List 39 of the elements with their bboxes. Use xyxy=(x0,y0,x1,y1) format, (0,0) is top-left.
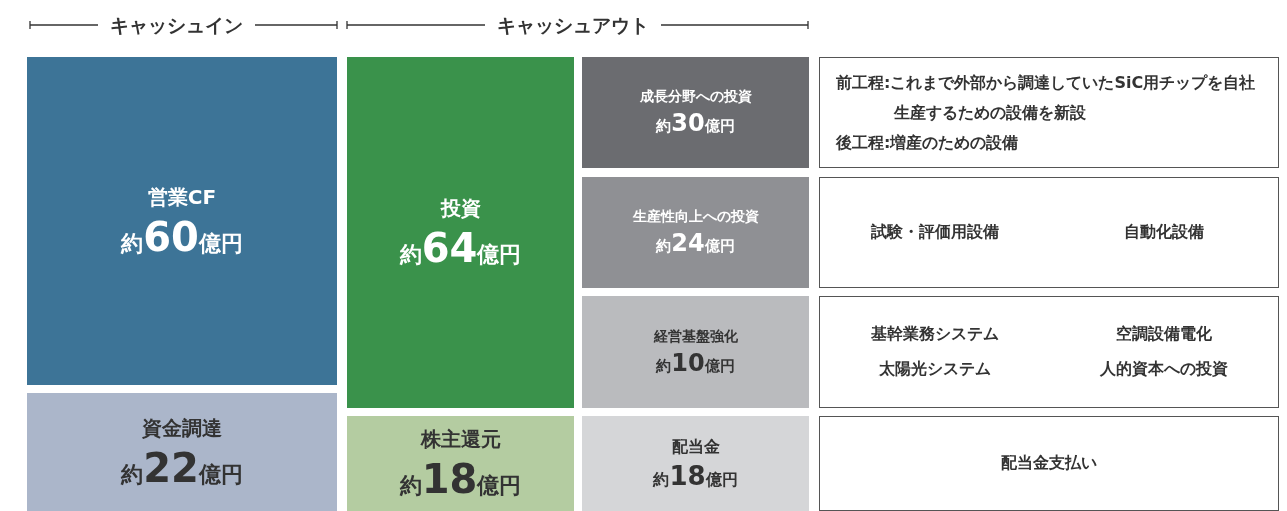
note-text: 自動化設備 xyxy=(1123,222,1204,243)
category-label: 配当金 xyxy=(671,436,720,458)
amount-label: 約30億円 xyxy=(656,110,735,137)
amount-box xyxy=(582,296,809,408)
amount-label: 約18億円 xyxy=(399,457,522,501)
category-label: 投資 xyxy=(440,195,481,222)
note-box xyxy=(819,416,1279,511)
note-text: 後工程:増産のための設備 xyxy=(836,131,1019,154)
amount-box xyxy=(582,416,809,511)
note-text: 試験・評価用設備 xyxy=(870,222,999,243)
amount-box xyxy=(347,416,574,511)
amount-box xyxy=(582,57,809,168)
amount-label: 約24億円 xyxy=(656,230,735,257)
note-box xyxy=(819,177,1279,288)
category-label: 生産性向上への投資 xyxy=(632,208,759,227)
category-label: 営業CF xyxy=(147,183,217,211)
note-box xyxy=(819,57,1279,168)
note-box xyxy=(819,296,1279,408)
note-text: 空調設備電化 xyxy=(1115,324,1212,345)
amount-label: 約10億円 xyxy=(656,349,735,377)
note-text: 太陽光システム xyxy=(878,359,991,380)
amount-label: 約22億円 xyxy=(121,445,243,490)
section-heading: キャッシュアウト xyxy=(497,13,649,38)
note-text: 前工程:これまで外部から調達していたSiC用チップを自社生産するための設備を新設 xyxy=(836,71,1257,124)
note-text: 基幹業務システム xyxy=(870,324,999,345)
note-text: 配当金支払い xyxy=(1001,453,1097,474)
category-label: 資金調達 xyxy=(142,414,222,442)
amount-label: 約18億円 xyxy=(653,461,738,491)
category-label: 経営基盤強化 xyxy=(653,327,738,346)
section-heading: キャッシュイン xyxy=(110,13,243,38)
amount-box xyxy=(347,57,574,408)
category-label: 成長分野への投資 xyxy=(639,88,752,107)
amount-box xyxy=(27,57,337,385)
amount-box xyxy=(582,177,809,288)
note-text: 人的資本への投資 xyxy=(1099,359,1228,380)
amount-box xyxy=(27,393,337,511)
amount-label: 約64億円 xyxy=(399,226,522,270)
category-label: 株主還元 xyxy=(420,426,501,453)
amount-label: 約60億円 xyxy=(121,214,243,259)
